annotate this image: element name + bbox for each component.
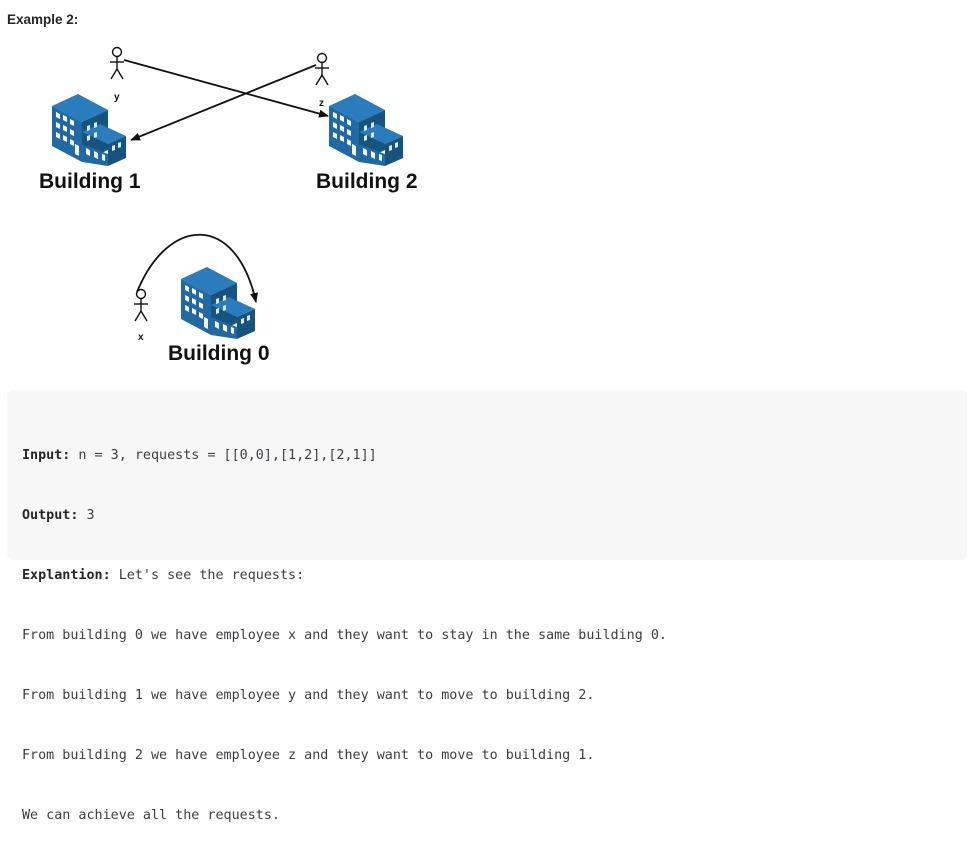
building-1-label: Building 1 [39,170,141,193]
employee-y-figure [109,46,125,80]
explanation-detail-line: We can achieve all the requests. [22,808,280,823]
explanation-detail-line: From building 2 we have employee z and t… [22,748,595,763]
explanation-detail-line: From building 1 we have employee y and t… [22,688,595,703]
input-value: n = 3, requests = [[0,0],[1,2],[2,1]] [70,448,377,463]
employee-z-label: z [319,98,324,109]
example-heading: Example 2: [7,12,79,27]
output-value: 3 [78,508,95,523]
explanation-line: Explantion: Let's see the requests: [22,566,952,586]
example-code-block: Input: n = 3, requests = [[0,0],[1,2],[2… [7,390,967,823]
explanation-detail-line: From building 0 we have employee x and t… [22,628,667,643]
input-label: Input: [22,448,71,463]
arrow-x-to-building-0 [136,233,258,303]
building-2 [329,94,403,166]
arrow-y-to-building-2 [123,59,329,118]
employee-x-figure [133,288,149,322]
building-0 [181,267,255,339]
building-2-label: Building 2 [316,170,418,193]
employee-x-label: x [138,332,144,343]
arrow-z-to-building-1 [130,64,317,141]
output-line: Output: 3 [22,506,952,526]
building-0-label: Building 0 [168,342,270,365]
building-1 [52,94,126,166]
employee-y-label: y [114,92,120,103]
input-line: Input: n = 3, requests = [[0,0],[1,2],[2… [22,446,952,466]
requests-diagram: Building 1 Building 2 Building 0 y z x [39,46,418,365]
employee-z-figure [314,52,330,86]
output-label: Output: [22,508,79,523]
